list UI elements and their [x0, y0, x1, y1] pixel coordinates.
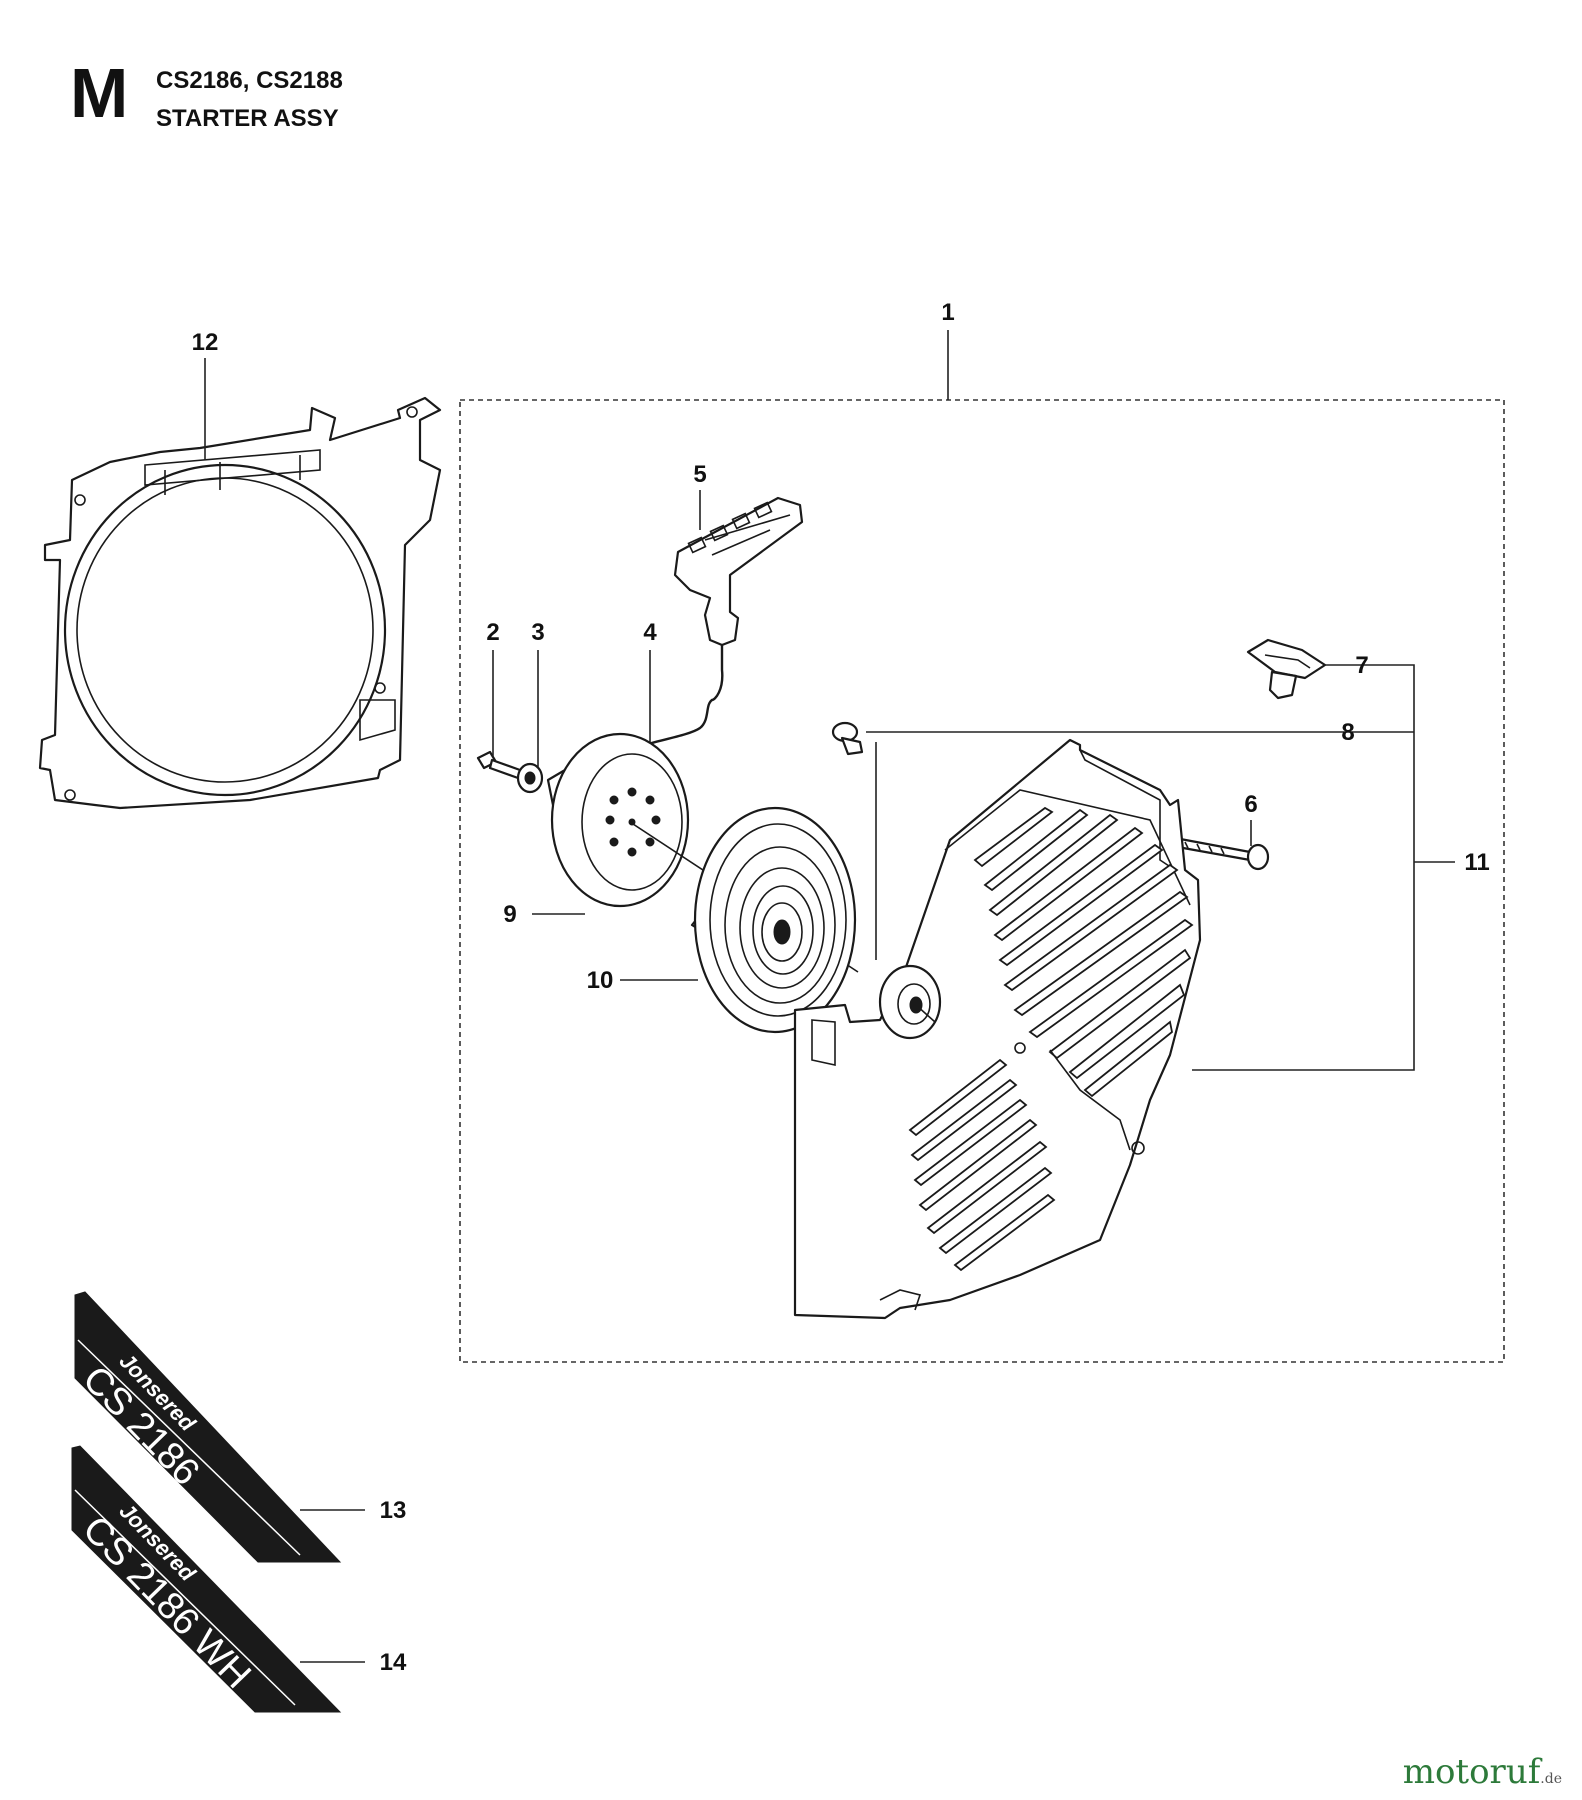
part-10-recoil-spring[interactable] [690, 806, 857, 1034]
section-letter: M [70, 54, 129, 132]
callout-3: 3 [531, 619, 544, 646]
part-12-fan-housing[interactable] [38, 396, 442, 810]
cover-grill-ribs-lower [908, 1058, 1056, 1272]
callout-6: 6 [1244, 791, 1257, 818]
diagram-title: STARTER ASSY [156, 105, 339, 132]
callout-14: 14 [380, 1649, 407, 1676]
part-9-starter-pulley[interactable] [546, 732, 690, 908]
leader-bracket-11 [1192, 664, 1415, 1071]
part-11-starter-cover[interactable] [793, 738, 1202, 1320]
callout-9: 9 [503, 901, 516, 928]
model-numbers: CS2186, CS2188 [156, 67, 343, 94]
part-8-bushing[interactable] [831, 721, 864, 756]
callout-11: 11 [1464, 849, 1489, 876]
watermark-suffix: .de [1540, 1771, 1562, 1787]
callout-13: 13 [380, 1497, 407, 1524]
part-3-washer[interactable] [516, 762, 544, 794]
callout-8: 8 [1341, 719, 1354, 746]
part-2-screw[interactable] [476, 750, 522, 780]
callout-4: 4 [643, 619, 657, 646]
part-5-starter-handle[interactable] [673, 496, 804, 647]
part-6-cover-screw[interactable] [1170, 836, 1270, 871]
callout-10: 10 [587, 967, 614, 994]
header-text: CS2186, CS2188 STARTER ASSY [156, 62, 343, 138]
part-7-rubber-grommet[interactable] [1246, 638, 1327, 700]
watermark-brand: motoruf [1402, 1752, 1541, 1792]
callout-5: 5 [693, 461, 706, 488]
cover-grill-ribs-upper [973, 806, 1194, 1098]
callout-1: 1 [941, 299, 954, 326]
callout-2: 2 [486, 619, 499, 646]
callout-12: 12 [192, 329, 219, 356]
watermark: motoruf.de [1403, 1752, 1562, 1792]
part-14-model-decal[interactable]: Jonsered CS 2186 WH [71, 1445, 342, 1713]
assembly-boundary-box [459, 399, 1505, 1363]
callout-7: 7 [1355, 652, 1368, 679]
